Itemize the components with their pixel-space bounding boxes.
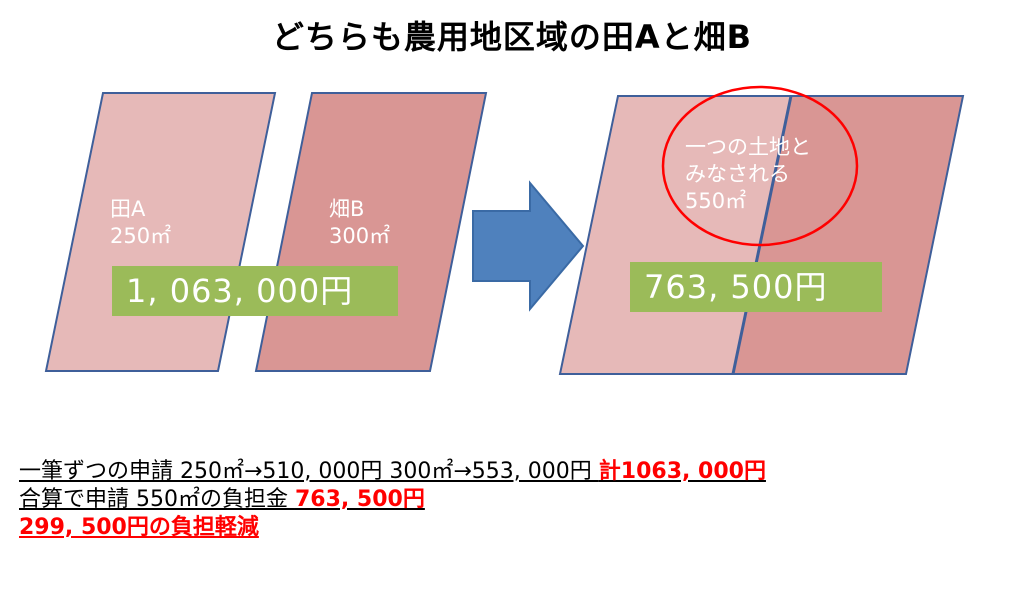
summary-line-3: 299, 500円の負担軽減 — [19, 515, 259, 540]
merged-cost-box: 763, 500円 — [630, 262, 882, 312]
merged-note-line3: 550㎡ — [685, 189, 747, 213]
merged-field-divider — [731, 95, 793, 375]
summary-line-2-amount: 763, 500円 — [294, 487, 425, 512]
field-b-label: 畑B 300㎡ — [329, 196, 390, 250]
field-a-name: 田A — [110, 197, 146, 221]
merged-note-line1: 一つの土地と — [685, 135, 811, 159]
merged-field-outline — [558, 95, 965, 375]
summary-line-1: 一筆ずつの申請 250㎡→510, 000円 300㎡→553, 000円 計1… — [19, 458, 766, 486]
summary-line-1-total: 計1063, 000円 — [598, 459, 766, 484]
summary-line-1-text: 一筆ずつの申請 250㎡→510, 000円 300㎡→553, 000円 — [19, 459, 599, 484]
summary-line-2-text: 合算で申請 550㎡の負担金 — [19, 487, 295, 512]
field-a-area: 250㎡ — [110, 224, 172, 248]
field-b-area: 300㎡ — [329, 224, 391, 248]
arrow-right-icon — [472, 180, 585, 312]
separate-cost-box: 1, 063, 000円 — [112, 266, 398, 316]
field-a-label: 田A 250㎡ — [110, 196, 171, 250]
merged-note-line2: みなされる — [685, 162, 790, 186]
merged-note: 一つの土地と みなされる 550㎡ — [685, 134, 811, 215]
page-title: どちらも農用地区域の田Aと畑B — [271, 18, 753, 56]
summary-line-2: 合算で申請 550㎡の負担金 763, 500円 — [19, 486, 766, 514]
summary-text: 一筆ずつの申請 250㎡→510, 000円 300㎡→553, 000円 計1… — [19, 458, 766, 542]
highlight-circle — [661, 85, 859, 247]
field-b-name: 畑B — [329, 197, 365, 221]
